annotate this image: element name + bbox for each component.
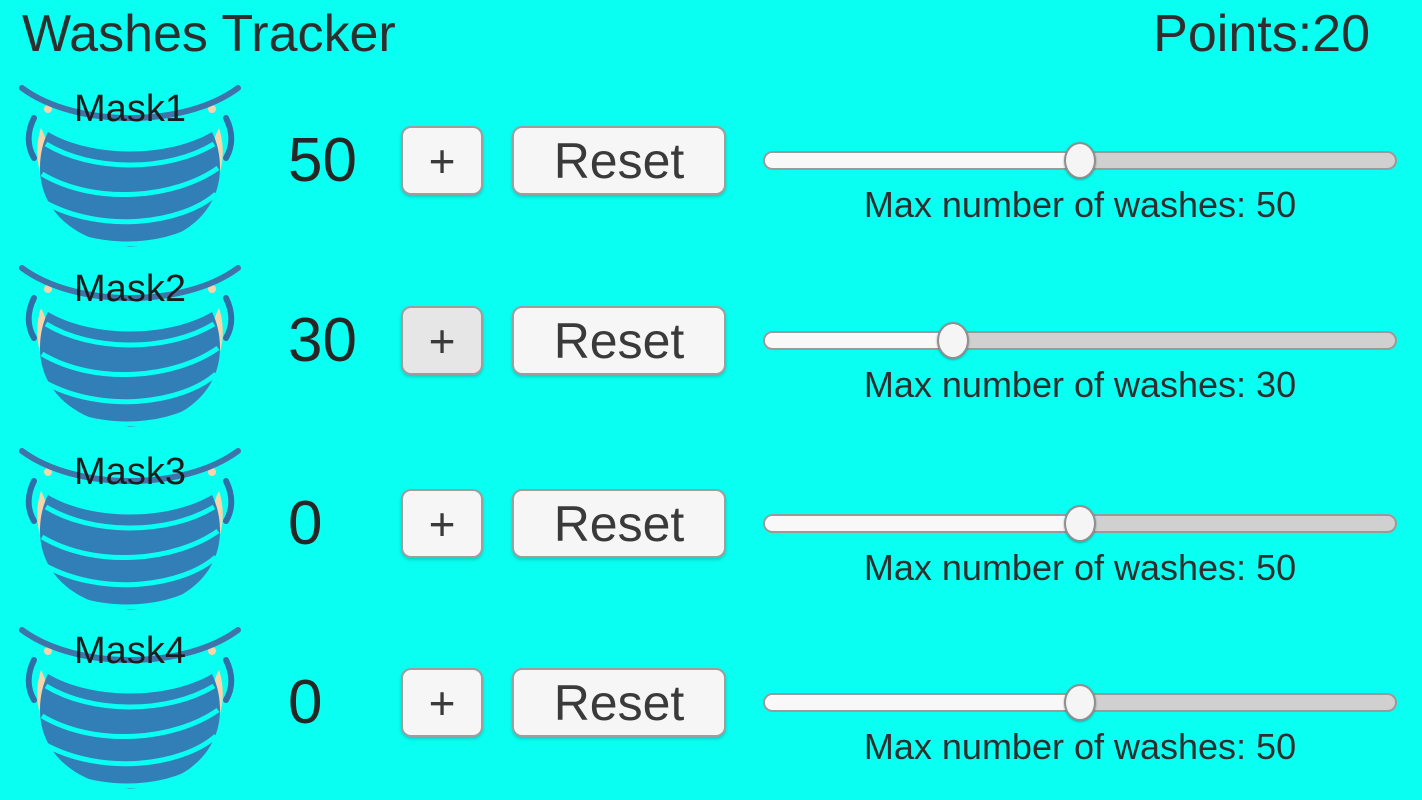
wash-count: 0 (288, 667, 323, 737)
increment-wash-button[interactable]: + (401, 126, 483, 195)
mask-row: Mask4 0 + Reset Max number of washes: 50 (0, 620, 1422, 800)
slider-track[interactable] (763, 331, 1397, 350)
mask-row: Mask2 30 + Reset Max number of washes: 3… (0, 258, 1422, 438)
mask-name-label: Mask1 (74, 88, 186, 130)
slider-fill (765, 516, 1080, 531)
points-value: 20 (1312, 5, 1370, 63)
slider-fill (765, 153, 1080, 168)
slider-thumb[interactable] (1064, 142, 1096, 179)
max-washes-slider[interactable] (763, 142, 1397, 179)
mask-name-label: Mask4 (74, 630, 186, 672)
wash-count: 50 (288, 125, 357, 195)
mask-row: Mask3 0 + Reset Max number of washes: 50 (0, 441, 1422, 621)
mask-name-label: Mask3 (74, 451, 186, 493)
max-washes-slider[interactable] (763, 322, 1397, 359)
points-display: Points:20 (1153, 2, 1370, 67)
wash-count: 30 (288, 305, 357, 375)
mask-name-label: Mask2 (74, 268, 186, 310)
increment-wash-button[interactable]: + (401, 306, 483, 375)
mask-icon: Mask3 (14, 443, 246, 611)
slider-thumb[interactable] (1064, 684, 1096, 721)
reset-button[interactable]: Reset (512, 306, 726, 375)
mask-icon: Mask1 (14, 80, 246, 248)
max-washes-label: Max number of washes: 50 (863, 726, 1297, 767)
slider-fill (765, 333, 954, 348)
wash-count: 0 (288, 488, 323, 558)
points-label: Points: (1153, 5, 1313, 63)
slider-thumb[interactable] (937, 322, 970, 359)
max-washes-label: Max number of washes: 50 (863, 547, 1297, 588)
max-washes-label: Max number of washes: 50 (863, 184, 1297, 225)
reset-button[interactable]: Reset (512, 126, 726, 195)
slider-thumb[interactable] (1064, 505, 1096, 542)
increment-wash-button[interactable]: + (401, 668, 483, 737)
max-washes-slider[interactable] (763, 684, 1397, 721)
mask-icon: Mask2 (14, 260, 246, 428)
reset-button[interactable]: Reset (512, 489, 726, 558)
page-title: Washes Tracker (22, 5, 396, 63)
slider-fill (765, 695, 1080, 710)
reset-button[interactable]: Reset (512, 668, 726, 737)
mask-row: Mask1 50 + Reset Max number of washes: 5… (0, 78, 1422, 258)
max-washes-label: Max number of washes: 30 (863, 364, 1297, 405)
increment-wash-button[interactable]: + (401, 489, 483, 558)
mask-icon: Mask4 (14, 622, 246, 790)
max-washes-slider[interactable] (763, 505, 1397, 542)
